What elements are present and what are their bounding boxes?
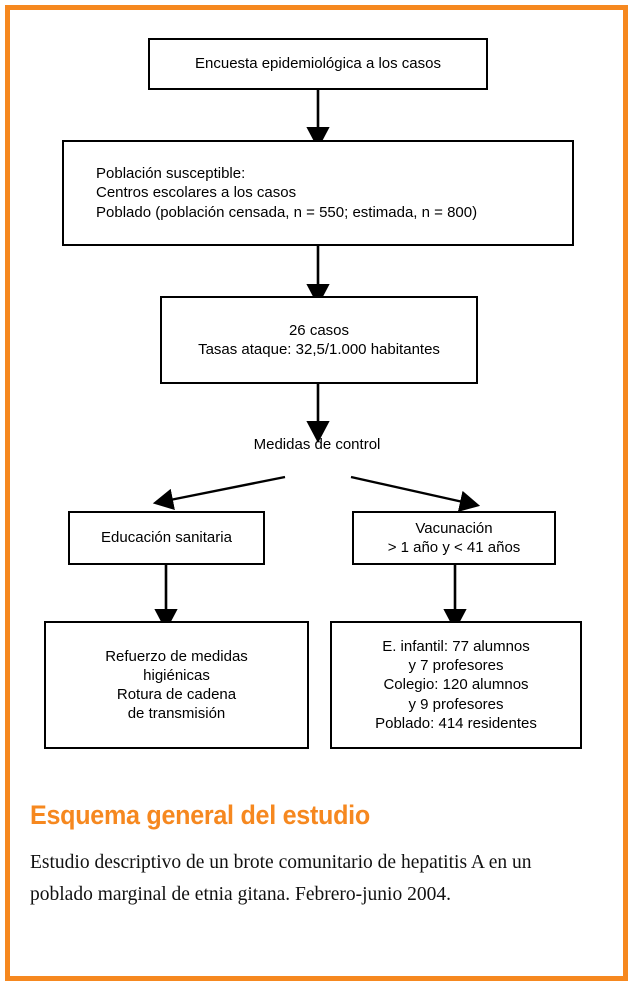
figure-caption-text: Estudio descriptivo de un brote comunita… [30,852,532,905]
edge-medidas-vacunacion [350,475,481,512]
node-resultados-vacunacion: E. infantil: 77 alumnos y 7 profesores C… [330,621,582,749]
node-refuerzo-medidas-higienicas: Refuerzo de medidas higiénicas Rotura de… [44,621,309,749]
node-educacion-sanitaria: Educación sanitaria [68,511,265,565]
flowchart-connectors [152,90,481,631]
node-medidas-de-control: Medidas de control [253,436,381,453]
node-casos-tasa-ataque: 26 casos Tasas ataque: 32,5/1.000 habita… [160,296,478,384]
node-encuesta-epidemiologica: Encuesta epidemiológica a los casos [148,38,488,90]
figure-title: Esquema general del estudio [30,800,370,830]
caption-block: Esquema general del estudio Estudio desc… [30,800,605,910]
node-vacunacion: Vacunación > 1 año y < 41 años [352,511,556,565]
node-poblacion-susceptible: Población susceptible: Centros escolares… [62,140,574,246]
flowchart-area: Encuesta epidemiológica a los casos Pobl… [44,38,582,749]
edge-medidas-educacion [152,475,286,511]
